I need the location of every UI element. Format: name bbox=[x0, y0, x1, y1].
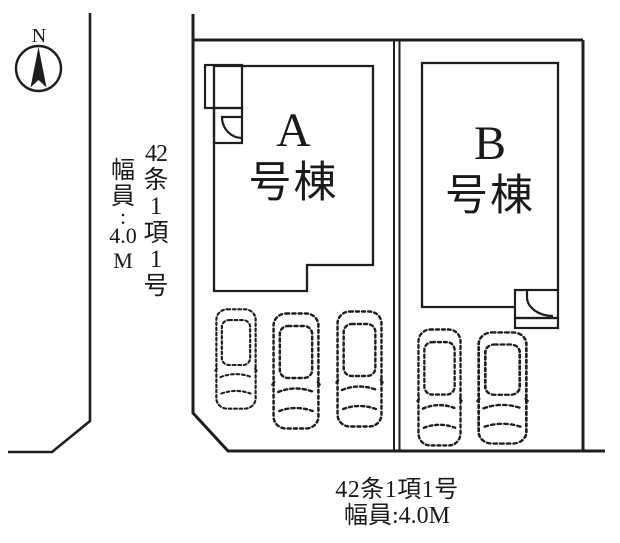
building-a-entrance bbox=[203, 63, 244, 145]
vertical-label-char: : bbox=[119, 204, 127, 229]
car-icon bbox=[212, 308, 260, 410]
car-icon bbox=[474, 331, 531, 445]
bottom-road-label: 42条1項1号 幅員:4.0M bbox=[277, 477, 517, 529]
building-b-label: B 号棟 bbox=[422, 118, 558, 223]
vertical-label-char: 1 bbox=[149, 246, 163, 273]
north-label: N bbox=[31, 25, 47, 47]
building-b-suffix: 号棟 bbox=[445, 173, 535, 220]
plot-boundary bbox=[191, 14, 605, 453]
road-edge-left bbox=[8, 13, 92, 454]
parking-plot-a bbox=[212, 308, 386, 430]
north-compass-icon bbox=[14, 44, 63, 93]
bottom-road-width: 幅員:4.0M bbox=[343, 503, 450, 529]
vertical-label-char: 1 bbox=[149, 193, 163, 220]
bottom-road-regulation: 42条1項1号 bbox=[335, 477, 459, 503]
car-icon bbox=[269, 312, 323, 430]
vertical-label-char: 42 bbox=[145, 141, 168, 167]
building-a-label: A 号棟 bbox=[214, 105, 373, 210]
door-swing-icon bbox=[220, 115, 243, 140]
building-a-suffix: 号棟 bbox=[248, 160, 339, 207]
vertical-label-char: 幅 bbox=[111, 158, 135, 184]
door-swing-icon bbox=[525, 291, 554, 318]
left-road-width-label: 幅 員 : 4.0 M bbox=[107, 158, 139, 273]
vertical-label-char: M bbox=[113, 248, 133, 273]
building-b-outline bbox=[420, 61, 560, 309]
vertical-label-char: 項 bbox=[143, 219, 169, 247]
vertical-label-char: 員 bbox=[111, 184, 135, 210]
vertical-label-char: 条 bbox=[143, 166, 169, 194]
left-road-regulation-label: 42 条 1 項 1 号 bbox=[139, 141, 173, 300]
car-icon bbox=[414, 328, 465, 447]
car-icon bbox=[333, 310, 386, 428]
building-a-outline bbox=[212, 64, 375, 293]
vertical-label-char: 号 bbox=[143, 272, 169, 300]
building-b-entrance bbox=[513, 288, 560, 330]
building-a-letter: A bbox=[276, 104, 311, 157]
vertical-label-char: 4.0 bbox=[109, 223, 137, 248]
plot-divider-line bbox=[393, 40, 401, 451]
parking-plot-b bbox=[414, 328, 531, 447]
building-b-letter: B bbox=[473, 117, 506, 170]
